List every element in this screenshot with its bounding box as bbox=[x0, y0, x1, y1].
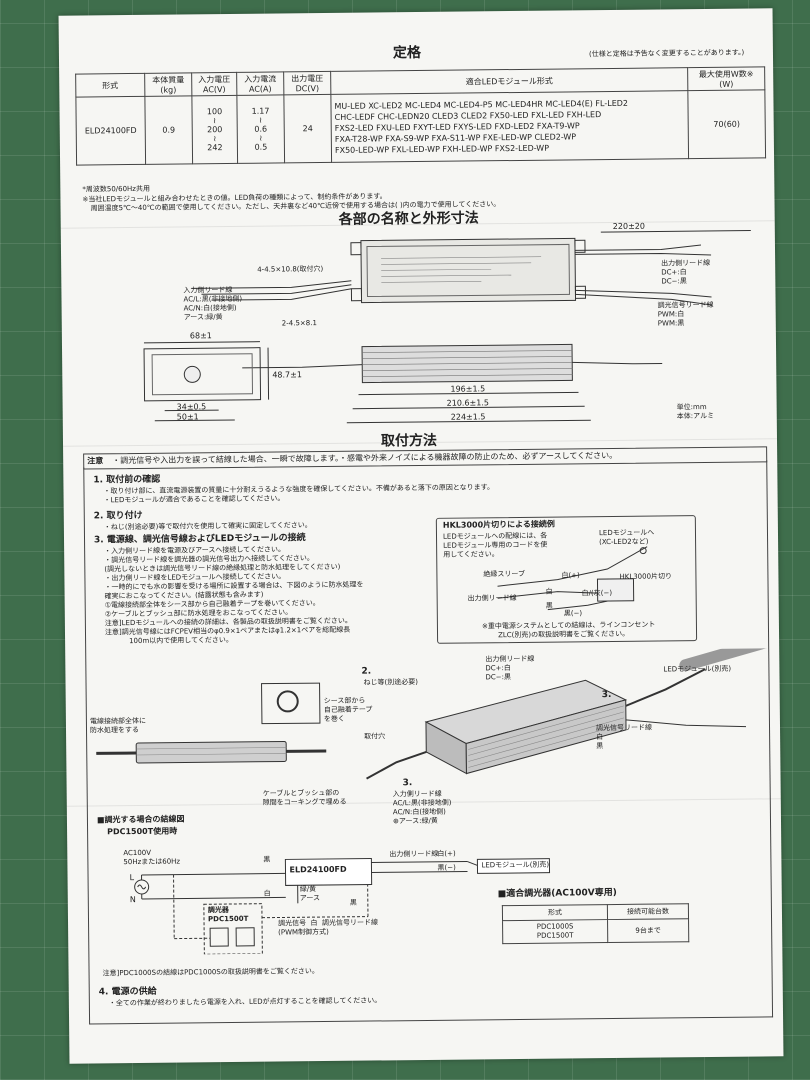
dim-hole2: 2-4.5×8.1 bbox=[281, 319, 317, 328]
instruction-sheet: 定格 (仕様と定格は予告なく変更することがあります。) 形式 本体質量 (kg)… bbox=[58, 8, 784, 1064]
dim-hole4: 4-4.5×10.8(取付穴) bbox=[257, 265, 324, 274]
dim-34: 34±0.5 bbox=[176, 402, 207, 412]
install-figure bbox=[96, 648, 772, 780]
th-vout: 出力電圧 DC(V) bbox=[283, 71, 331, 95]
cell-vout: 24 bbox=[283, 94, 332, 163]
caution-tag: 注意 bbox=[87, 456, 104, 466]
cell-vin: 100≀200≀242 bbox=[191, 95, 238, 164]
cell-maxw: 70(60) bbox=[687, 89, 766, 159]
dim-68: 68±1 bbox=[189, 331, 212, 341]
dim-196: 196±1.5 bbox=[450, 384, 486, 394]
th-iin: 入力電流 AC(A) bbox=[236, 71, 284, 96]
cell-modules: MU-LED XC-LED2 MC-LED4 MC-LED4-P5 MC-LED… bbox=[330, 90, 689, 163]
dim-220: 220±20 bbox=[612, 221, 645, 231]
spec-title: 定格 bbox=[392, 44, 422, 62]
cell-mass: 0.9 bbox=[144, 95, 193, 165]
cell-iin: 1.17≀0.6≀0.5 bbox=[236, 94, 285, 164]
dim-210: 210.6±1.5 bbox=[446, 398, 489, 408]
wiring-diagram bbox=[134, 858, 551, 955]
th-maxw: 最大使用W数※ (W) bbox=[687, 66, 765, 91]
dim-48: 48.7±1 bbox=[272, 370, 302, 380]
install-frame bbox=[83, 460, 774, 1025]
th-model: 形式 bbox=[75, 73, 145, 98]
install-title: 取付方法 bbox=[380, 432, 438, 450]
th-vin: 入力電圧 AC(V) bbox=[191, 72, 237, 96]
dim-224: 224±1.5 bbox=[450, 412, 486, 422]
dim-50: 50±1 bbox=[176, 412, 199, 422]
spec-foot-1: *周波数50/60Hz共用 bbox=[82, 184, 151, 194]
th-mass: 本体質量 (kg) bbox=[144, 72, 192, 97]
spec-table: 形式 本体質量 (kg) 入力電圧 AC(V) 入力電流 AC(A) 出力電圧 … bbox=[75, 66, 766, 166]
dimension-drawing bbox=[143, 230, 751, 424]
cell-model: ELD24100FD bbox=[75, 96, 146, 166]
spec-note: (仕様と定格は予告なく変更することがあります。) bbox=[588, 48, 745, 59]
